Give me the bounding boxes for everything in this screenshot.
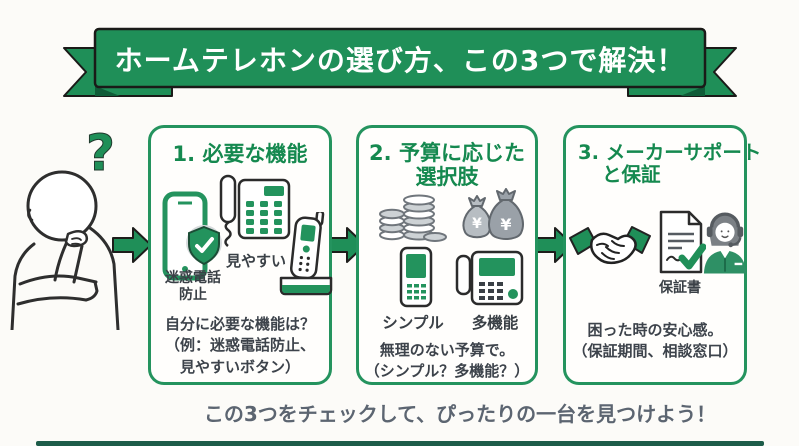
coin-stack-icon	[379, 194, 447, 242]
warranty-document-icon	[659, 210, 706, 274]
step-card-functions: 1. 必要な機能 見やすい	[148, 125, 333, 385]
handshake-icon	[569, 226, 651, 265]
desk-phone-label: 見やすい	[225, 252, 286, 270]
smartphone-label: 迷惑電話 防止	[165, 270, 221, 303]
thinking-person-icon	[10, 170, 120, 330]
arrow-right-icon	[112, 227, 152, 263]
svg-text:¥: ¥	[500, 215, 511, 234]
step1-body: 自分に必要な機能は？ （例：迷惑電話防止、 見やすいボタン）	[164, 315, 315, 376]
cordless-phone-icon	[279, 212, 333, 296]
step1-title: 1. 必要な機能	[172, 142, 308, 166]
bottom-bar	[36, 441, 764, 446]
step-card-budget: 2. 予算に応じた 選択肢 ¥ ¥	[356, 125, 538, 385]
step2-title: 2. 予算に応じた 選択肢	[369, 141, 525, 190]
support-operator-icon	[703, 212, 747, 274]
smartphone-shield-icon	[162, 191, 222, 281]
step-card-support: 3. メーカーサポート と保証	[563, 125, 762, 385]
multifunction-phone-icon	[455, 250, 524, 306]
step3-title: 3. メーカーサポート と保証	[578, 141, 762, 187]
svg-text:¥: ¥	[472, 216, 482, 232]
multi-phone-label: 多機能	[471, 314, 519, 332]
warranty-document-label: 保証書	[659, 280, 701, 296]
banner-title: ホームテレホンの選び方、この3つで解決！	[114, 44, 686, 77]
desk-phone-icon	[219, 174, 291, 247]
simple-phone-icon	[399, 246, 433, 308]
ribbon-banner	[63, 27, 737, 97]
question-mark-icon: ?	[85, 124, 116, 183]
simple-phone-label: シンプル	[382, 314, 444, 332]
money-bags-icon: ¥ ¥	[462, 188, 524, 240]
footer-caption: この3つをチェックして、ぴったりの一台を見つけよう！	[203, 402, 717, 426]
step2-body: 無理のない予算で。 （シンプル？多機能？）	[364, 341, 530, 381]
step3-body: 困った時の安心感。 （保証期間、相談窓口）	[572, 321, 738, 361]
